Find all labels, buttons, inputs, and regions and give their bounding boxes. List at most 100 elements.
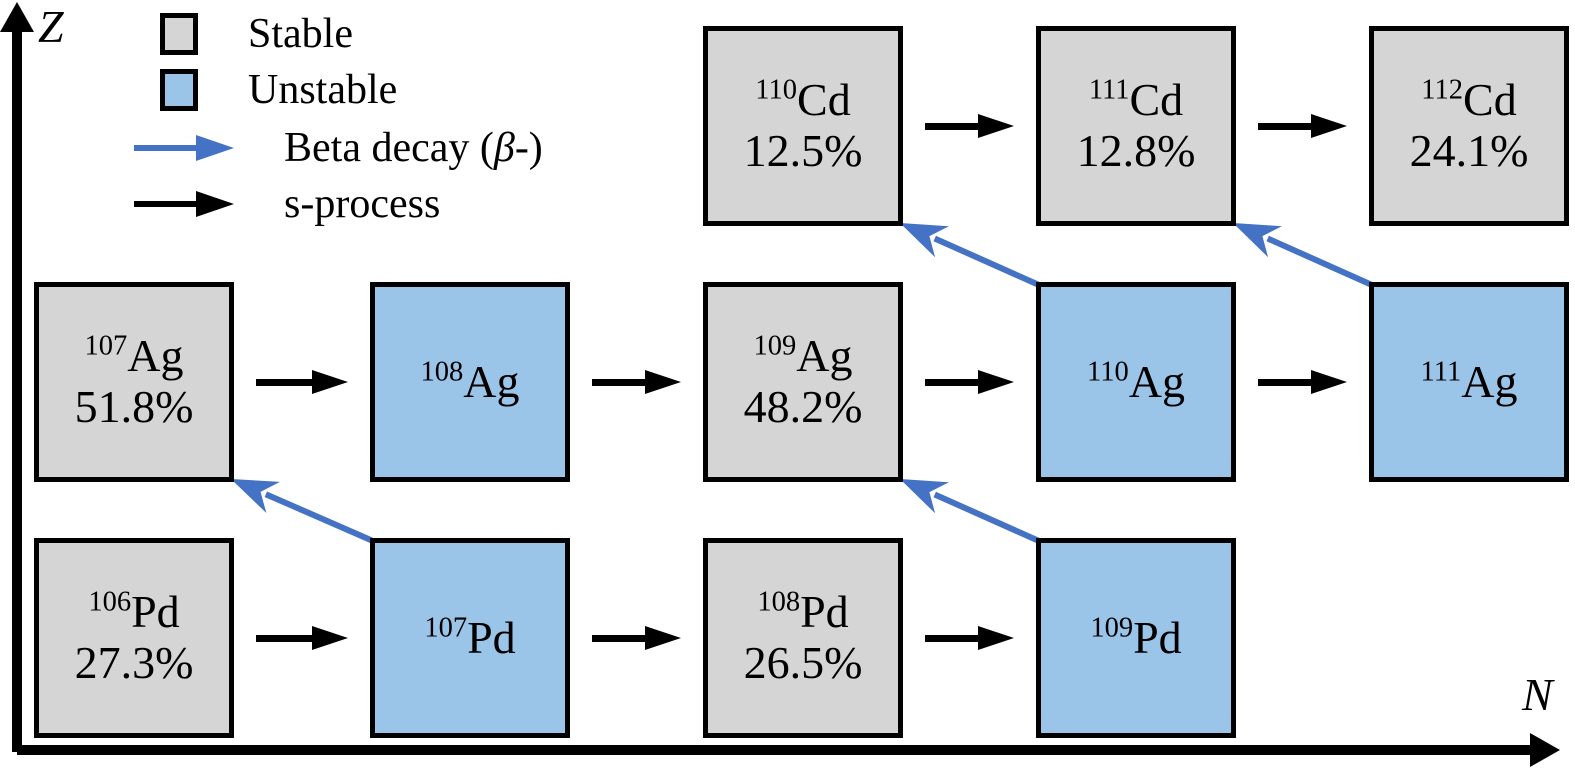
mass-number: 111 xyxy=(1420,356,1462,388)
nuclide-box-109pd[interactable]: 109Pd xyxy=(1036,538,1236,738)
s-process-arrow-shaft xyxy=(1258,123,1317,130)
mass-number: 107 xyxy=(84,331,128,363)
s-process-arrow-108pd-to-109pd xyxy=(925,626,1014,650)
s-process-arrow-110cd-to-111cd xyxy=(925,114,1014,138)
s-process-arrow-108ag-to-109ag xyxy=(592,370,681,394)
s-process-arrow-shaft xyxy=(256,635,318,642)
beta-decay-arrow-111ag-to-111cd xyxy=(1233,223,1374,288)
element-symbol: Ag xyxy=(127,330,184,382)
nuclide-name: 110Cd xyxy=(755,75,850,125)
mass-number: 110 xyxy=(1087,356,1129,388)
beta-decay-arrow-shaft xyxy=(933,491,1041,544)
legend-item-s-process: s-process xyxy=(134,178,440,230)
s-process-arrow-shaft xyxy=(925,635,984,642)
legend-item-beta-decay: Beta decay (β-) xyxy=(134,122,543,174)
element-symbol: Pd xyxy=(800,586,849,638)
s-process-arrow-head xyxy=(645,626,681,650)
s-process-arrow-107ag-to-108ag xyxy=(256,370,348,394)
nuclide-name: 108Pd xyxy=(757,587,848,637)
mass-number: 108 xyxy=(757,587,801,619)
s-process-arrow-head xyxy=(312,626,348,650)
element-symbol: Ag xyxy=(463,356,520,408)
nuclide-name: 107Ag xyxy=(84,331,183,381)
s-process-arrow-107pd-to-108pd xyxy=(592,626,681,650)
legend-s-process-arrow-icon xyxy=(134,191,234,217)
n-axis-label: N xyxy=(1522,669,1553,720)
legend-beta-arrow-icon xyxy=(134,135,234,161)
s-process-arrow-head xyxy=(1311,114,1347,138)
mass-number: 112 xyxy=(1421,75,1464,107)
nuclide-name: 108Ag xyxy=(420,357,519,407)
nuclide-box-110ag[interactable]: 110Ag xyxy=(1036,282,1236,482)
legend-label-beta-decay: Beta decay (β-) xyxy=(284,127,543,169)
beta-decay-arrow-110ag-to-110cd xyxy=(900,223,1041,288)
nuclide-abundance: 26.5% xyxy=(743,637,863,689)
s-process-arrow-110ag-to-111ag xyxy=(1258,370,1347,394)
mass-number: 109 xyxy=(753,331,797,363)
nuclide-box-108ag[interactable]: 108Ag xyxy=(370,282,570,482)
mass-number: 108 xyxy=(420,356,464,388)
nuclide-name: 107Pd xyxy=(424,613,515,663)
s-process-arrow-head xyxy=(312,370,348,394)
beta-decay-arrow-shaft xyxy=(933,235,1041,288)
beta-decay-arrow-107pd-to-107ag xyxy=(231,479,375,544)
n-axis-arrowhead-icon xyxy=(1530,733,1560,767)
s-process-arrow-106pd-to-107pd xyxy=(256,626,348,650)
beta-decay-arrow-head xyxy=(900,479,949,514)
nuclide-box-107pd[interactable]: 107Pd xyxy=(370,538,570,738)
n-axis-line xyxy=(17,745,1538,755)
legend-label-s-process: s-process xyxy=(284,181,441,227)
element-symbol: Pd xyxy=(131,586,180,638)
s-process-arrow-shaft xyxy=(925,123,984,130)
element-symbol: Pd xyxy=(1133,612,1182,664)
nuclide-abundance: 12.5% xyxy=(743,125,863,177)
element-symbol: Ag xyxy=(796,330,853,382)
legend-beta-arrow-head xyxy=(196,135,234,161)
legend-swatch-stable-icon xyxy=(160,13,198,55)
nuclide-name: 111Ag xyxy=(1421,357,1518,407)
legend-item-unstable: Unstable xyxy=(160,64,397,116)
nuclide-box-111ag[interactable]: 111Ag xyxy=(1369,282,1569,482)
mass-number: 109 xyxy=(1090,612,1134,644)
s-process-arrow-head xyxy=(978,370,1014,394)
mass-number: 107 xyxy=(424,612,468,644)
s-process-arrow-109ag-to-110ag xyxy=(925,370,1014,394)
legend-beta-text-pre: Beta decay ( xyxy=(284,125,494,171)
legend-beta-arrow-shaft xyxy=(134,145,210,151)
element-symbol: Ag xyxy=(1461,356,1518,408)
element-symbol: Cd xyxy=(797,74,851,126)
beta-decay-arrow-shaft xyxy=(264,491,375,544)
beta-decay-arrow-head xyxy=(231,479,280,513)
element-symbol: Pd xyxy=(467,612,516,664)
beta-decay-arrow-109pd-to-109ag xyxy=(900,479,1041,544)
nuclide-name: 109Ag xyxy=(753,331,852,381)
s-process-arrow-head xyxy=(978,626,1014,650)
legend-item-stable: Stable xyxy=(160,8,353,60)
s-process-arrow-head xyxy=(978,114,1014,138)
legend-swatch-unstable-icon xyxy=(160,69,198,111)
nuclide-name: 112Cd xyxy=(1421,75,1516,125)
legend-label-unstable: Unstable xyxy=(248,67,398,113)
s-process-arrow-111cd-to-112cd xyxy=(1258,114,1347,138)
nuclide-name: 110Ag xyxy=(1087,357,1185,407)
beta-decay-arrow-shaft xyxy=(1266,235,1374,288)
s-process-arrow-head xyxy=(645,370,681,394)
z-axis-line xyxy=(12,26,22,752)
nuclide-abundance: 48.2% xyxy=(743,381,863,433)
s-process-arrow-shaft xyxy=(256,379,318,386)
nuclide-name: 109Pd xyxy=(1090,613,1181,663)
legend-beta-symbol: β xyxy=(493,125,515,171)
element-symbol: Cd xyxy=(1129,74,1184,126)
element-symbol: Cd xyxy=(1463,74,1517,126)
legend-label-stable: Stable xyxy=(248,11,353,57)
s-process-arrow-shaft xyxy=(592,379,651,386)
legend-s-arrow-head xyxy=(196,191,234,217)
